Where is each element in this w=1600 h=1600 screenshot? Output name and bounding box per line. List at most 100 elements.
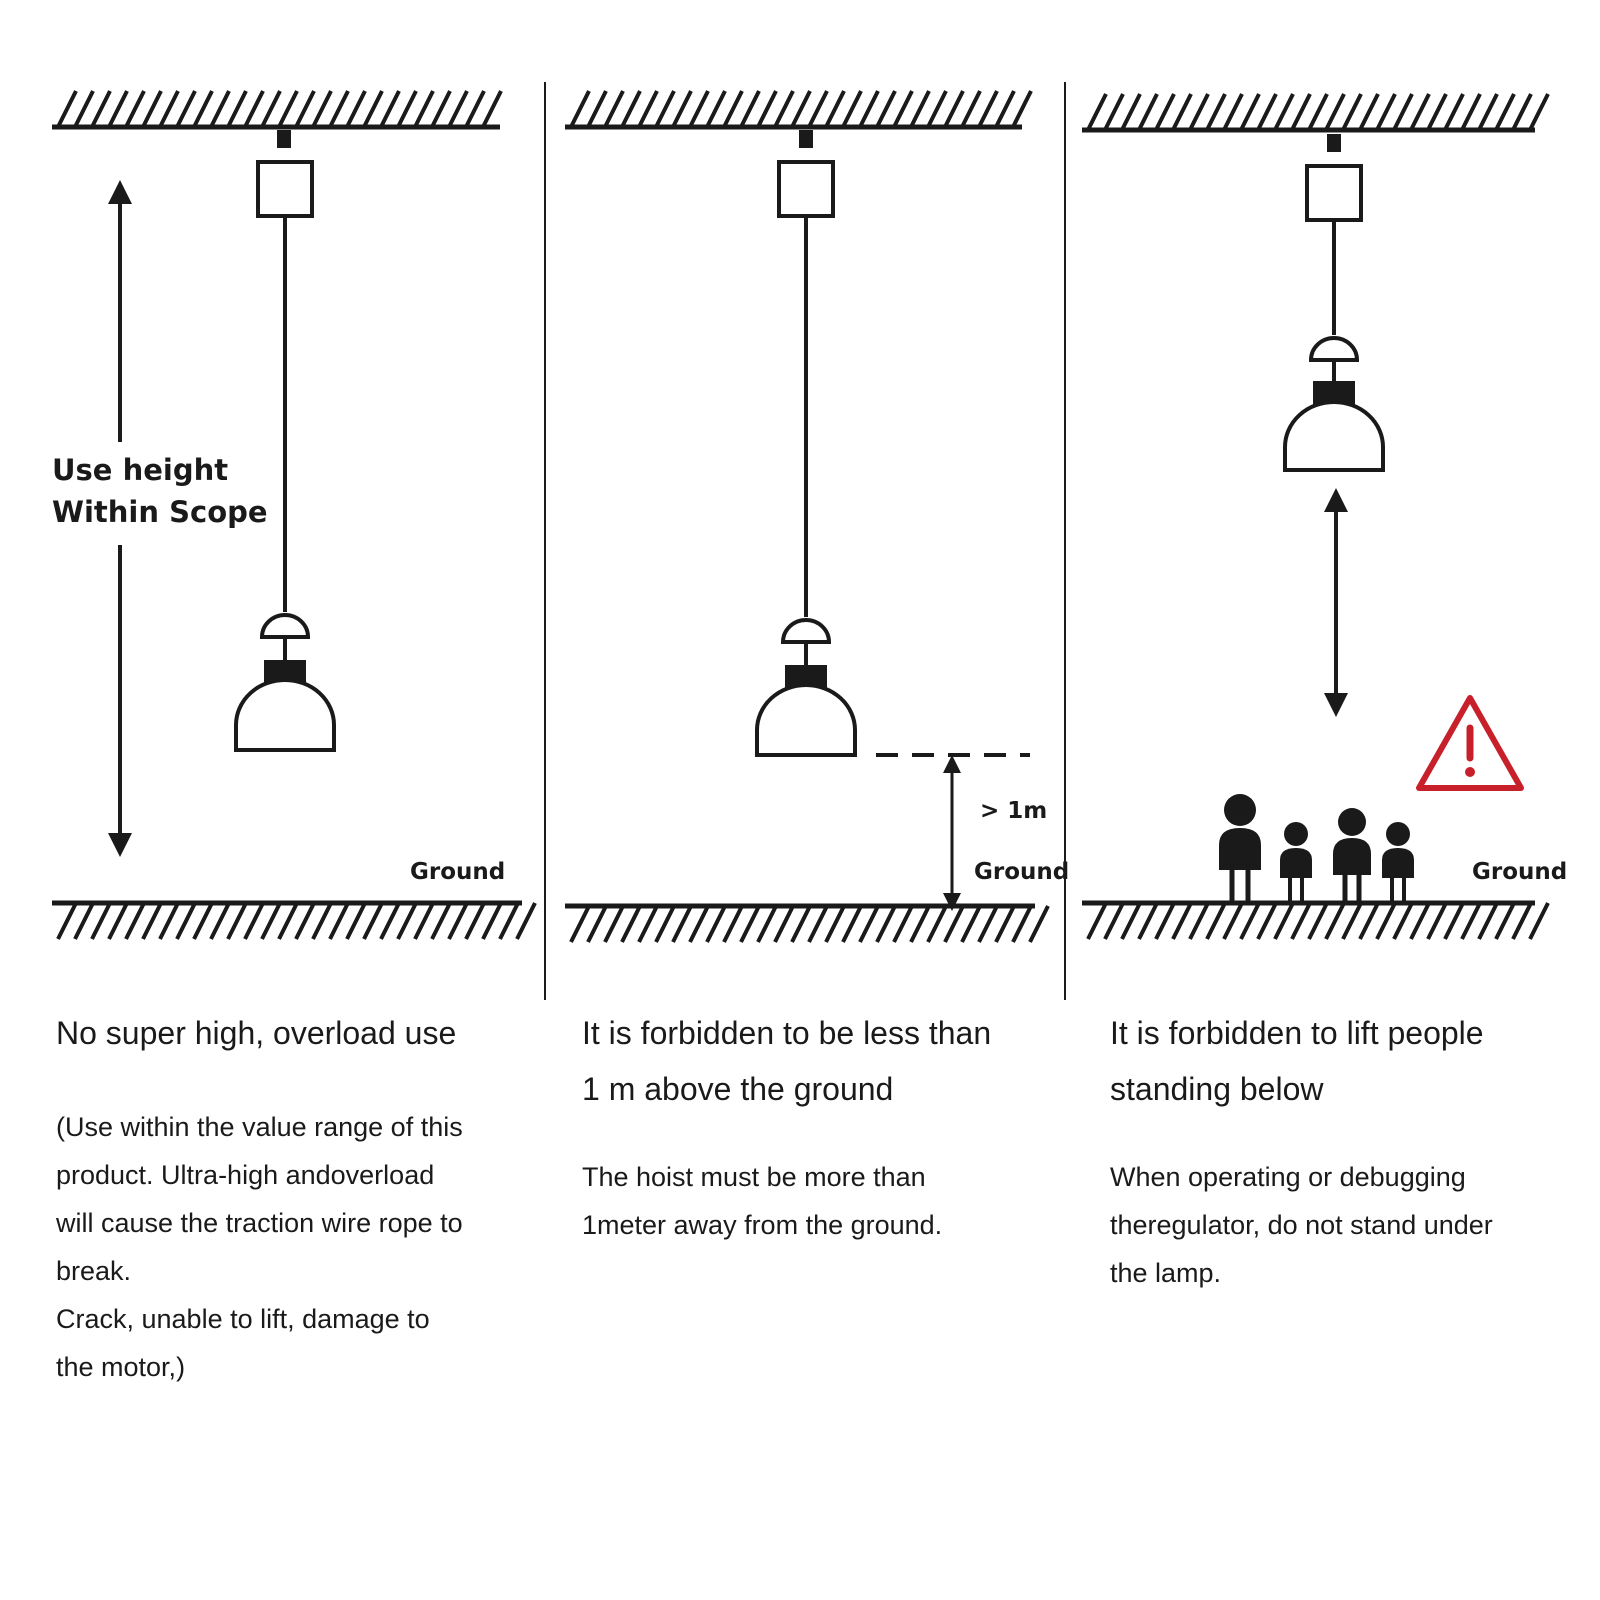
hatch-stroke: [688, 905, 710, 943]
ground-3: [1082, 900, 1550, 940]
hatch-stroke: [379, 902, 401, 940]
hatch-stroke: [569, 90, 591, 128]
hatch-stroke: [637, 90, 659, 128]
hatch-stroke: [960, 905, 982, 943]
hatch-stroke: [1477, 93, 1499, 131]
caption-title-1: No super high, overload use: [56, 1015, 457, 1051]
hatch-stroke: [141, 902, 163, 940]
hatch-stroke: [722, 90, 744, 128]
hatch-stroke: [1011, 90, 1033, 128]
hatch-stroke: [858, 905, 880, 943]
hatch-stroke: [56, 90, 78, 128]
hatch-stroke: [1426, 93, 1448, 131]
hatch-stroke: [1256, 93, 1278, 131]
hatch-stroke: [1307, 93, 1329, 131]
hatch-stroke: [1392, 902, 1414, 940]
ground-2: [565, 903, 1050, 943]
caption-body-1-line2: product. Ultra-high andoverload: [56, 1160, 435, 1190]
hatch-stroke: [1375, 902, 1397, 940]
hatch-stroke: [1307, 902, 1329, 940]
hatch-stroke: [824, 90, 846, 128]
hatch-stroke: [481, 90, 503, 128]
hatch-stroke: [1188, 902, 1210, 940]
hatch-stroke: [1137, 902, 1159, 940]
hatch-stroke: [1103, 902, 1125, 940]
caption-body-3-line1: When operating or debugging: [1110, 1162, 1466, 1192]
caption-panel-1: No super high, overload use (Use within …: [56, 1005, 526, 1391]
hatch-stroke: [1494, 93, 1516, 131]
hatch-stroke: [977, 905, 999, 943]
height-label-line2: Within Scope: [52, 495, 268, 529]
hatch-stroke: [773, 90, 795, 128]
hatch-stroke: [705, 905, 727, 943]
hatch-stroke: [654, 90, 676, 128]
hatch-stroke: [1120, 902, 1142, 940]
hatch-stroke: [73, 90, 95, 128]
person-icon: [1280, 822, 1312, 903]
hatch-stroke: [875, 90, 897, 128]
ground-label-1: Ground: [410, 859, 505, 885]
hatch-stroke: [926, 905, 948, 943]
hatch-stroke: [1205, 93, 1227, 131]
hatch-stroke: [739, 905, 761, 943]
hoist-lamp-1: [234, 130, 336, 752]
hatch-stroke: [1477, 902, 1499, 940]
hatch-stroke: [892, 905, 914, 943]
hatch-stroke: [739, 90, 761, 128]
hatch-stroke: [1011, 905, 1033, 943]
hatch-stroke: [977, 90, 999, 128]
hatch-stroke: [994, 905, 1016, 943]
hatch-stroke: [243, 902, 265, 940]
hatch-stroke: [569, 905, 591, 943]
hatch-stroke: [1460, 902, 1482, 940]
hatch-stroke: [926, 90, 948, 128]
hatch-stroke: [1171, 93, 1193, 131]
hatch-stroke: [688, 90, 710, 128]
hatch-stroke: [824, 905, 846, 943]
hatch-stroke: [841, 90, 863, 128]
hatch-stroke: [56, 902, 78, 940]
hatch-stroke: [1341, 93, 1363, 131]
hatch-stroke: [328, 90, 350, 128]
hatch-stroke: [1137, 93, 1159, 131]
hatch-stroke: [464, 902, 486, 940]
hatch-stroke: [586, 905, 608, 943]
hatch-stroke: [1086, 93, 1108, 131]
hatch-stroke: [1511, 93, 1533, 131]
caption-body-2-line2: 1meter away from the ground.: [582, 1210, 943, 1240]
hatch-stroke: [90, 902, 112, 940]
hatch-stroke: [1528, 902, 1550, 940]
hatch-stroke: [1358, 93, 1380, 131]
hatch-stroke: [1154, 902, 1176, 940]
hatch-stroke: [1392, 93, 1414, 131]
person-icon: [1333, 808, 1371, 903]
hatch-stroke: [107, 90, 129, 128]
ceiling-3: [1082, 93, 1550, 133]
hatch-stroke: [277, 902, 299, 940]
hatch-stroke: [124, 902, 146, 940]
hatch-stroke: [1205, 902, 1227, 940]
hatch-stroke: [1494, 902, 1516, 940]
hatch-stroke: [892, 90, 914, 128]
hatch-stroke: [413, 90, 435, 128]
hatch-stroke: [328, 902, 350, 940]
hatch-stroke: [994, 90, 1016, 128]
hatch-stroke: [603, 90, 625, 128]
hatch-stroke: [1273, 93, 1295, 131]
hatch-stroke: [671, 905, 693, 943]
hatch-stroke: [1443, 93, 1465, 131]
hatch-stroke: [1086, 902, 1108, 940]
warning-triangle-icon: [1416, 695, 1524, 791]
hatch-stroke: [311, 902, 333, 940]
hatch-stroke: [1511, 902, 1533, 940]
hatch-stroke: [620, 905, 642, 943]
hatch-stroke: [1426, 902, 1448, 940]
caption-body-1-line5: Crack, unable to lift, damage to: [56, 1304, 430, 1334]
hatch-stroke: [1222, 902, 1244, 940]
hatch-stroke: [1239, 902, 1261, 940]
hatch-stroke: [841, 905, 863, 943]
hatch-stroke: [773, 905, 795, 943]
ground-label-2: Ground: [974, 859, 1069, 885]
hatch-stroke: [858, 90, 880, 128]
hatch-stroke: [1443, 902, 1465, 940]
